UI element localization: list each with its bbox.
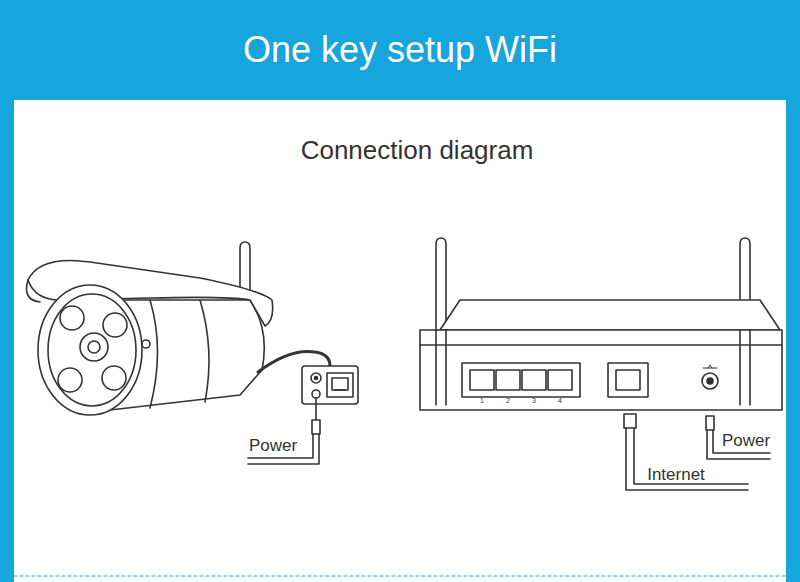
port-number: 2 [506, 397, 510, 404]
port-number: 3 [532, 397, 536, 404]
port-number: 4 [558, 397, 562, 404]
power-label: Power [249, 437, 297, 454]
page-title: One key setup WiFi [243, 32, 557, 68]
power-label: Power [722, 432, 770, 449]
section-heading: Connection diagram [301, 137, 534, 163]
port-number: 1 [480, 397, 484, 404]
internet-label: Internet [647, 466, 705, 483]
